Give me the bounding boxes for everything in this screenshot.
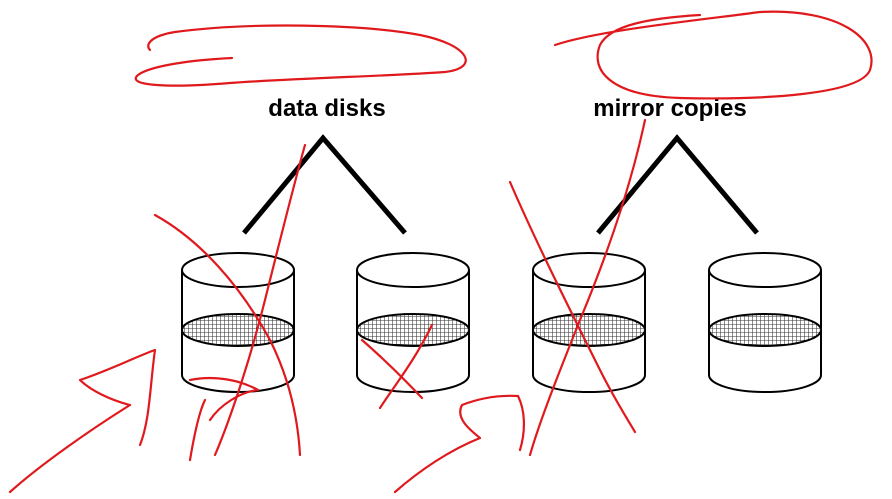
- ink-arrow-disk-1: [8, 348, 157, 494]
- platter-icon: [708, 313, 822, 347]
- mirror-disk-2: [708, 252, 822, 393]
- ink-arrow-disk-3: [393, 394, 525, 494]
- mirror-copies-label: mirror copies: [593, 95, 746, 122]
- mirror-copies-connector: [596, 134, 759, 235]
- data-disks-connector: [242, 134, 407, 235]
- ink-loop-data-disks: [134, 24, 467, 87]
- ink-strike-disk-3-b: [528, 118, 647, 457]
- ink-strike-disk-1-a: [213, 143, 307, 457]
- ink-strike-disk-1-b: [153, 213, 302, 457]
- pen-annotations: [8, 10, 873, 494]
- ink-strike-disk-2-a: [360, 338, 424, 400]
- data-disk-1: [181, 252, 295, 393]
- ink-curl-disk-1: [188, 376, 260, 422]
- ink-strike-disk-3-a: [508, 180, 637, 434]
- data-disk-2: [356, 252, 470, 393]
- mirror-disk-1: [532, 252, 646, 393]
- data-disks-label: data disks: [268, 95, 385, 122]
- platter-icon: [532, 313, 646, 347]
- platter-icon: [181, 313, 295, 347]
- ink-strike-disk-2-b: [378, 323, 434, 410]
- platter-icon: [356, 313, 470, 347]
- ink-loop-mirror-copies: [553, 10, 873, 100]
- ink-tail-disk-1: [188, 398, 207, 462]
